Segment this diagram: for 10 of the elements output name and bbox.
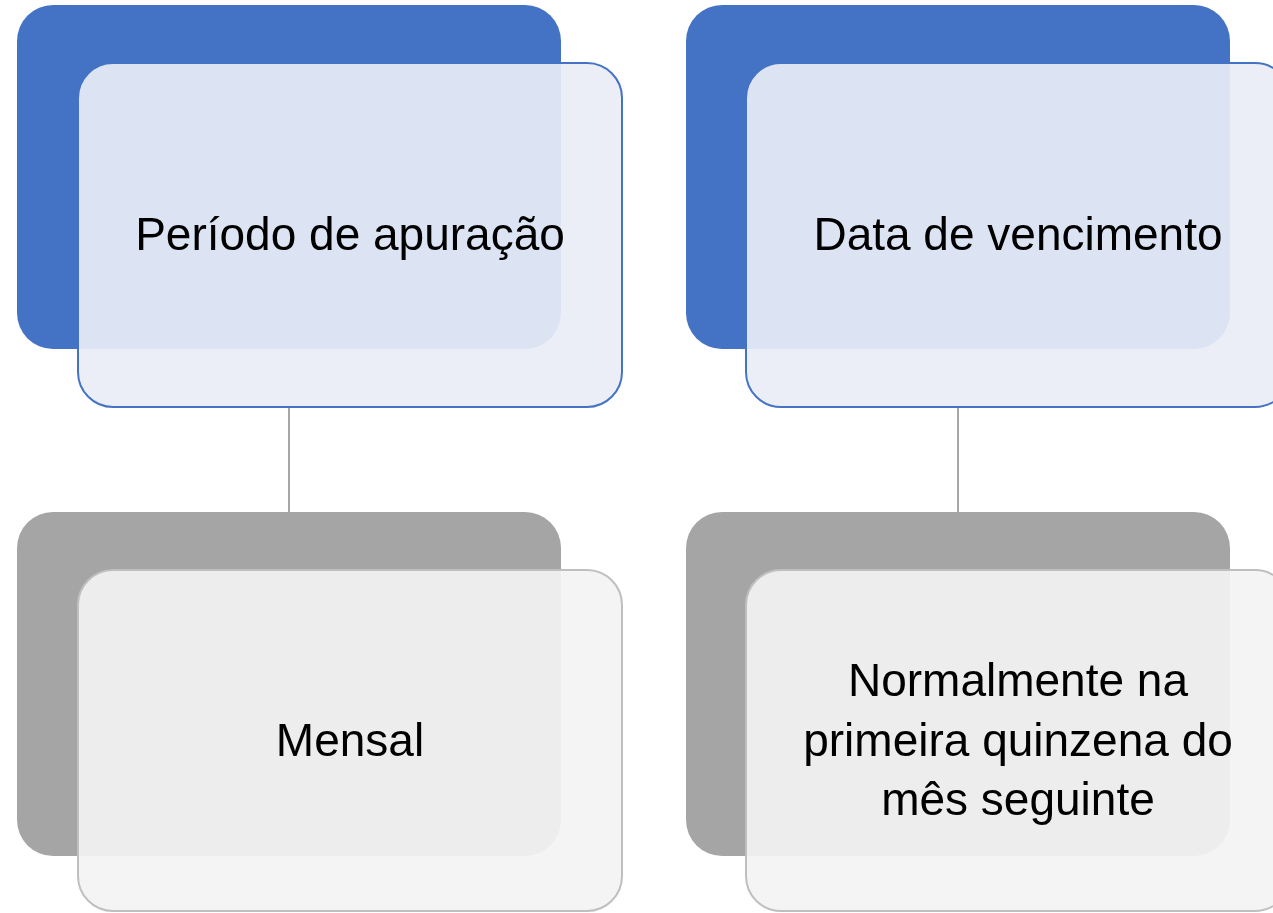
text-card bbox=[745, 62, 1273, 408]
text-card bbox=[745, 569, 1273, 912]
text-card bbox=[77, 569, 623, 912]
connector-line bbox=[957, 407, 959, 513]
connector-line bbox=[288, 407, 290, 513]
text-card bbox=[77, 62, 623, 408]
card-text: Mensal bbox=[275, 712, 425, 768]
card-text: Normalmente na primeira quinzena do mês seguinte bbox=[802, 652, 1234, 828]
card-text: Período de apuração bbox=[135, 207, 565, 263]
card-text: Data de vencimento bbox=[813, 207, 1223, 263]
